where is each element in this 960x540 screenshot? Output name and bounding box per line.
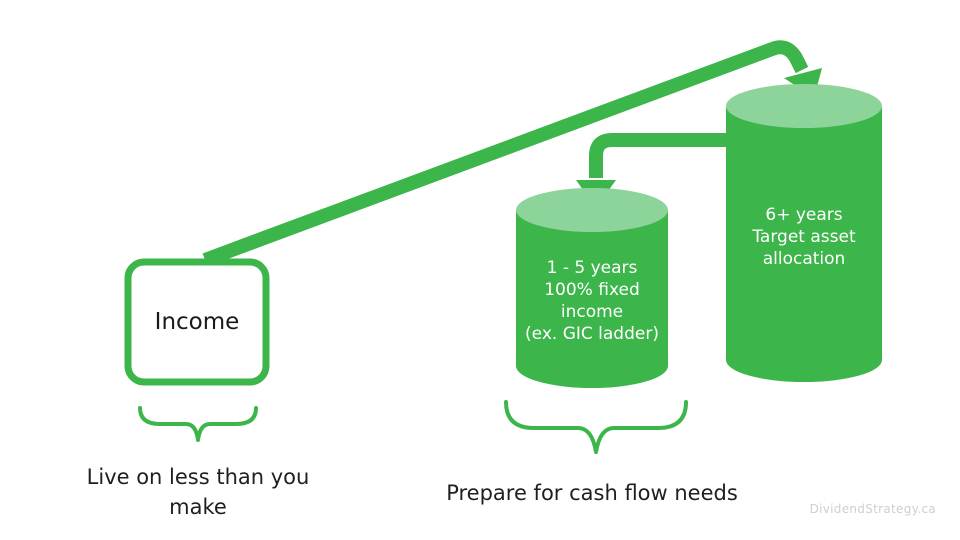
caption-live-on-less: Live on less than you make	[62, 462, 334, 522]
short-term-line-1: 1 - 5 years	[546, 258, 638, 278]
short-term-cylinder-label: 1 - 5 years 100% fixed income (ex. GIC l…	[514, 257, 670, 345]
income-box	[124, 258, 270, 386]
cylinder-long-term	[726, 84, 882, 382]
long-term-cylinder-label: 6+ years Target asset allocation	[726, 204, 882, 270]
short-term-line-3: income	[560, 302, 624, 322]
watermark: DividendStrategy.ca	[809, 502, 936, 516]
short-term-line-4: (ex. GIC ladder)	[525, 324, 659, 344]
cylinder-short-term	[516, 188, 668, 388]
income-label: Income	[154, 309, 240, 335]
allocation-to-fixed-income-arrow-shaft	[589, 133, 726, 178]
curly-brace-icon	[504, 400, 688, 454]
caption-left-line-2: make	[169, 495, 227, 519]
income-to-allocation-arrow-shaft	[202, 40, 809, 267]
long-term-line-2: Target asset	[752, 227, 856, 247]
short-term-line-2: 100% fixed	[544, 280, 640, 300]
caption-cash-flow: Prepare for cash flow needs	[446, 481, 738, 505]
long-term-line-1: 6+ years	[765, 205, 843, 225]
curly-brace-icon	[138, 406, 258, 442]
long-term-line-3: allocation	[762, 249, 846, 269]
caption-left-line-1: Live on less than you	[86, 465, 310, 489]
